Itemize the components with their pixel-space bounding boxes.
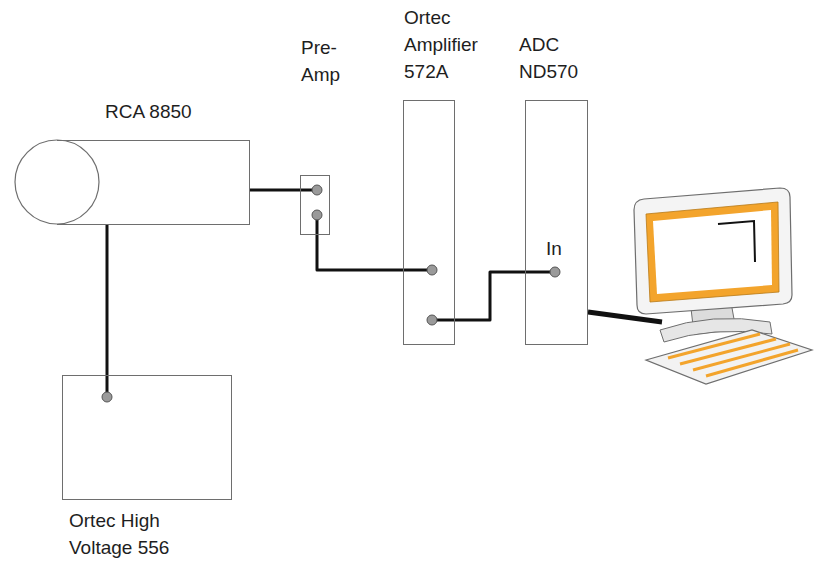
connector-terminal	[550, 267, 560, 277]
connector-terminal	[427, 315, 437, 325]
device-label: Ortec High Voltage 556	[69, 507, 187, 561]
connector-terminal	[102, 392, 112, 402]
signal-cable	[250, 189, 300, 192]
signal-cable	[455, 272, 525, 320]
signal-cable	[106, 225, 109, 375]
signal-cable	[317, 235, 403, 270]
device-label: ADC ND570	[519, 31, 585, 85]
adc-module: ADC ND570In	[525, 100, 588, 345]
photomultiplier-tube: RCA 8850	[57, 140, 250, 225]
connector-terminal	[427, 265, 437, 275]
amplifier-module: Ortec Amplifier 572A	[403, 100, 455, 345]
connector-terminal	[312, 210, 322, 220]
device-label: Pre- Amp	[301, 34, 345, 88]
connector-terminal	[312, 185, 322, 195]
device-label: Ortec Amplifier 572A	[404, 4, 498, 85]
tube-window	[15, 140, 99, 224]
device-label: RCA 8850	[105, 98, 225, 125]
preamp-box: Pre- Amp	[300, 175, 330, 235]
high-voltage-supply: Ortec High Voltage 556	[62, 375, 232, 500]
computer-icon	[634, 188, 812, 384]
input-label: In	[546, 235, 562, 262]
